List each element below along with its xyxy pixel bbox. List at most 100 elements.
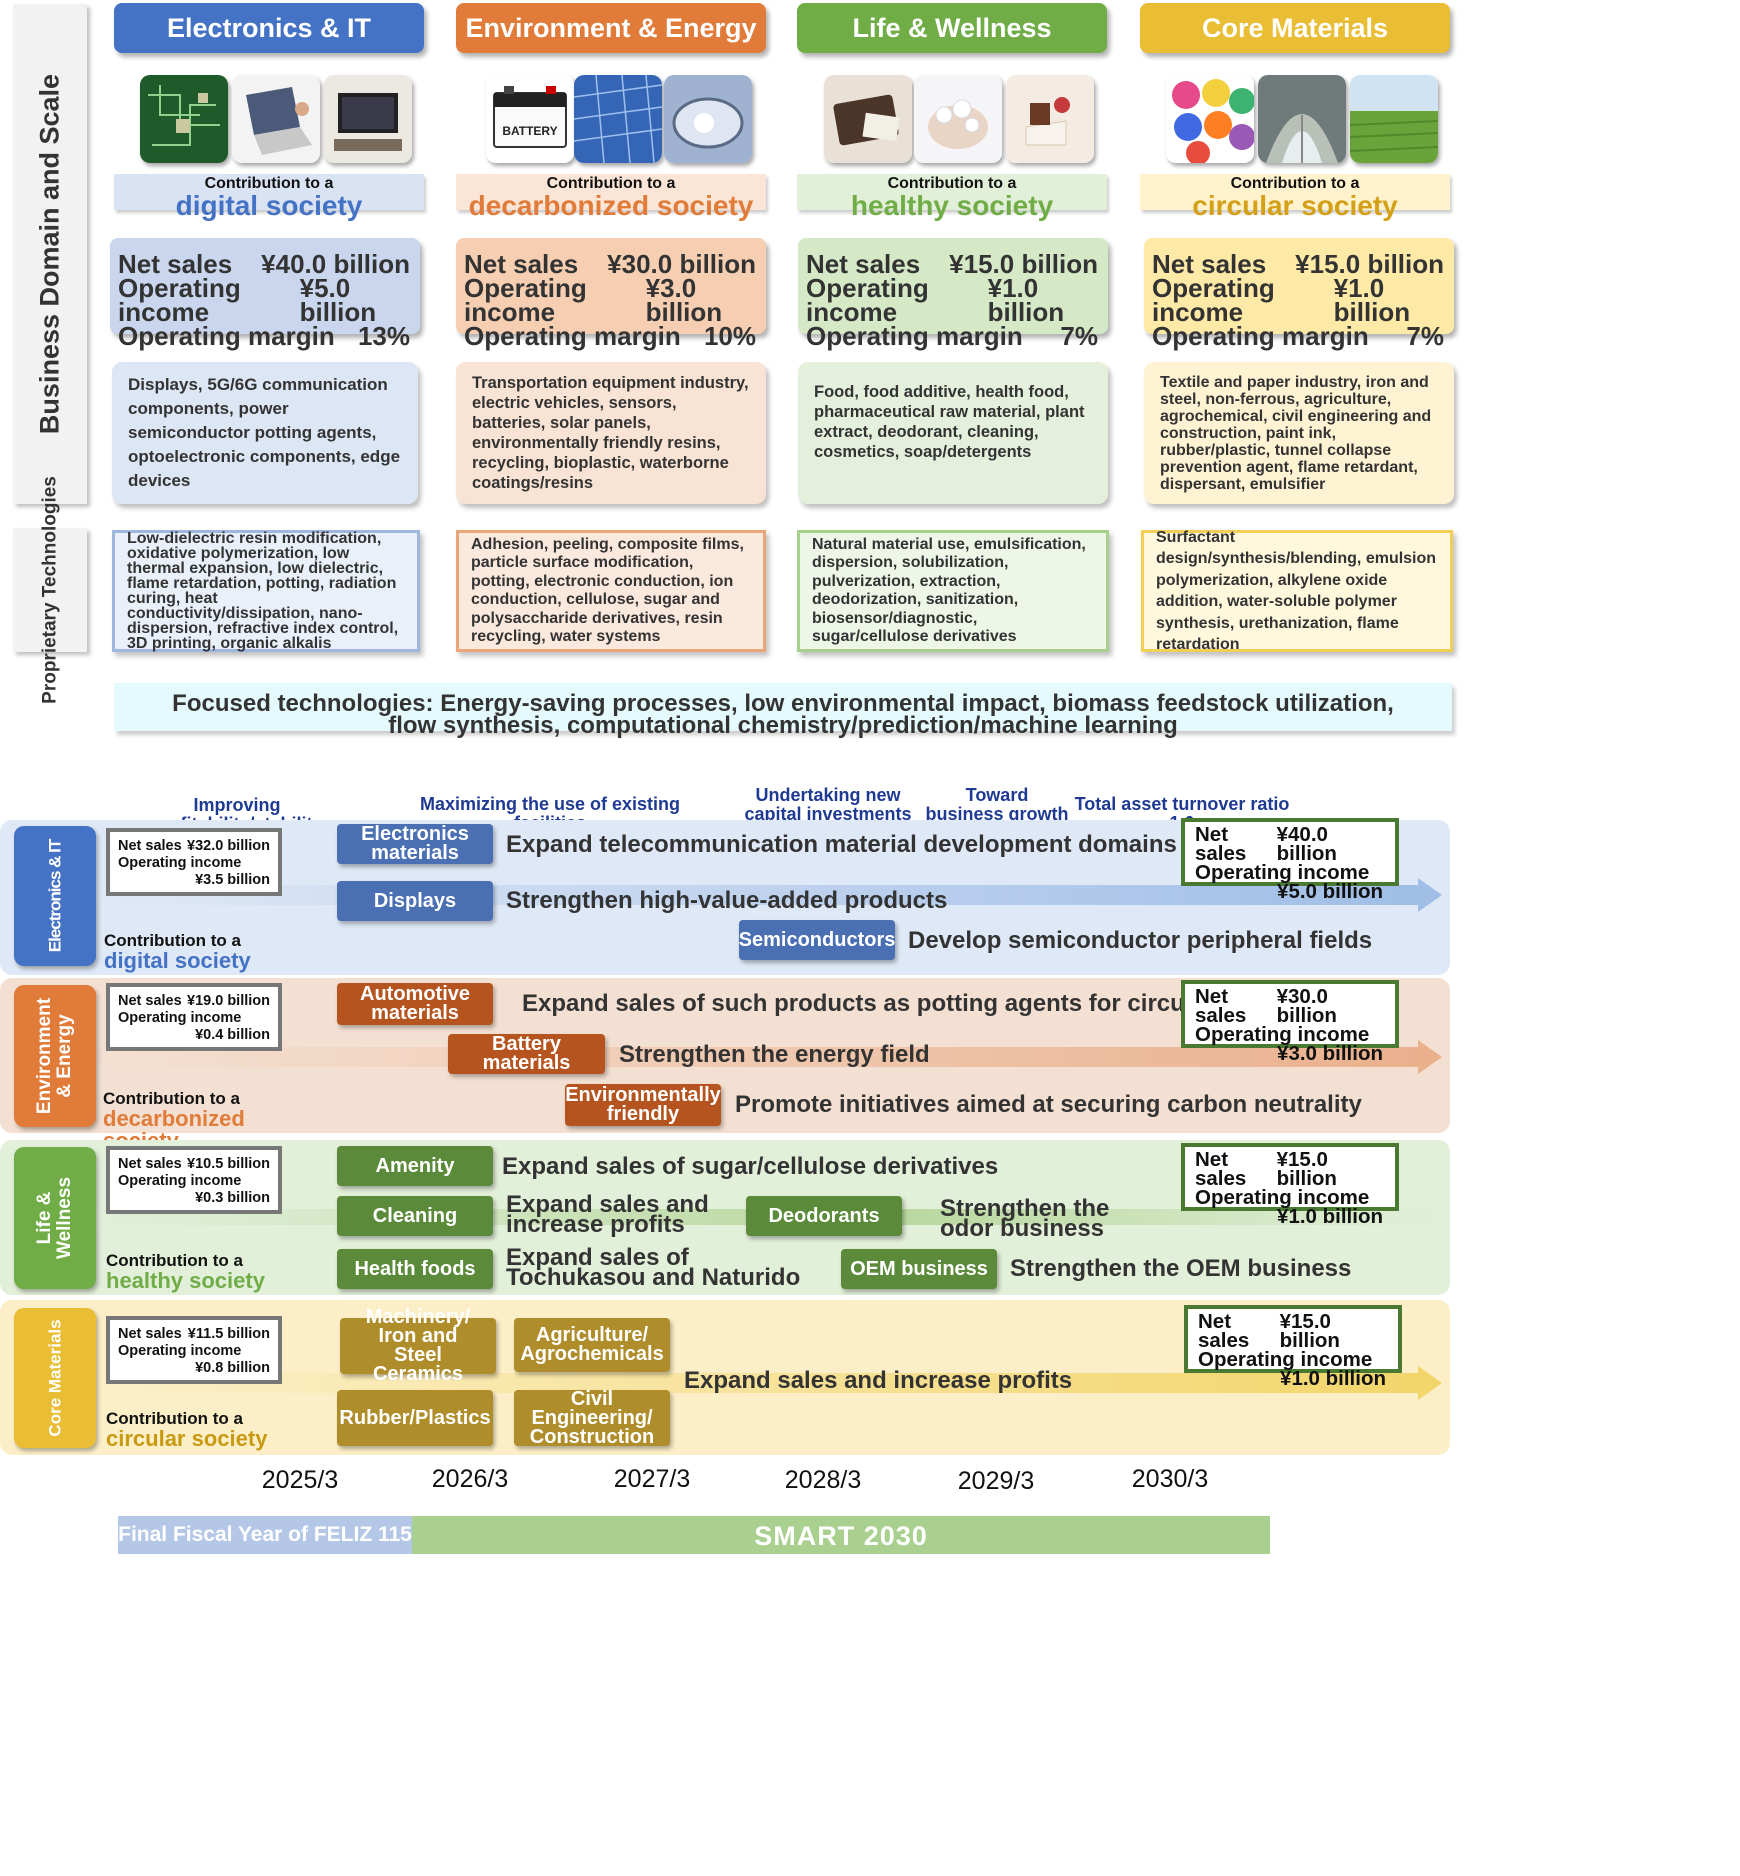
contribution-prefix: Contribution to a [1230, 175, 1360, 192]
target-core: Net sales¥15.0 billion Operating income … [1184, 1305, 1402, 1389]
baseline-ns-label: Net sales [118, 993, 182, 1009]
target-electronics: Net sales¥40.0 billion Operating income … [1181, 818, 1399, 902]
text-health-foods: Expand sales of Tochukasou and Naturido [506, 1244, 801, 1291]
lane-label-electronics: Electronics & IT [14, 826, 96, 966]
text-health-foods-line1: Expand sales of [506, 1244, 689, 1271]
applications-life: Food, food additive, health food, pharma… [798, 362, 1108, 504]
year-2025: 2025/3 [261, 1466, 339, 1494]
op-income-label: Operating income [464, 273, 587, 327]
baseline-ns-value: ¥11.5 billion [187, 1326, 270, 1342]
target-ns-label: Net sales [1195, 1148, 1247, 1190]
wallet-photo [824, 75, 912, 163]
lane-contribution-target: digital society [104, 948, 251, 973]
text-deodorants: Strengthen the odor business [940, 1195, 1110, 1242]
text-automotive-materials: Expand sales of such products as potting… [522, 990, 1287, 1017]
contribution-prefix: Contribution to a [204, 175, 334, 192]
lane-label-life: Life & Wellness [14, 1147, 96, 1289]
focused-line-1: Focused technologies: Energy-saving proc… [172, 690, 1394, 717]
op-income-value: ¥5.0 billion [299, 273, 377, 327]
contribution-target: decarbonized society [468, 190, 754, 221]
focused-technologies: Focused technologies: Energy-saving proc… [114, 683, 1452, 738]
target-ns-value: ¥15.0 billion [1279, 1310, 1340, 1352]
tag-deodorants: Deodorants [746, 1196, 902, 1236]
text-environmentally-friendly: Promote initiatives aimed at securing ca… [735, 1091, 1362, 1118]
header-growth: Toward business growth [922, 786, 1072, 824]
technologies-life: Natural material use, emulsification, di… [797, 530, 1109, 652]
text-displays: Strengthen high-value-added products [506, 887, 948, 914]
op-income-value: ¥1.0 billion [987, 273, 1065, 327]
op-margin-label: Operating margin [118, 321, 335, 351]
net-sales-label: Net sales [806, 249, 921, 279]
net-sales-label: Net sales [464, 249, 579, 279]
op-margin-value: 13% [357, 321, 410, 351]
tag-electronics-materials: Electronics materials [337, 824, 493, 864]
baseline-ns-value: ¥10.5 billion [187, 1156, 270, 1172]
tag-rubber-plastics: Rubber/Plastics [337, 1390, 493, 1446]
net-sales-value: ¥40.0 billion [261, 249, 410, 279]
baseline-life: Net sales¥10.5 billion Operating income … [106, 1146, 282, 1214]
baseline-oi-label: Operating income [118, 1010, 242, 1026]
text-deodorants-line1: Strengthen the [940, 1195, 1110, 1222]
op-margin-label: Operating margin [1152, 321, 1369, 351]
target-oi-value: ¥1.0 billion [1277, 1205, 1383, 1228]
headlight-photo [664, 75, 752, 163]
lane-label-environment-text: Environment & Energy [34, 997, 75, 1115]
op-margin-label: Operating margin [464, 321, 681, 351]
lane-contribution-prefix: Contribution to a [106, 1251, 243, 1270]
target-oi-label: Operating income [1195, 861, 1370, 884]
lane-contribution-prefix: Contribution to a [103, 1089, 240, 1108]
lane-label-core-text: Core Materials [45, 1319, 65, 1437]
target-oi-label: Operating income [1198, 1348, 1373, 1371]
text-battery-materials: Strengthen the energy field [619, 1041, 930, 1068]
op-income-label: Operating income [806, 273, 929, 327]
lane-label-life-text: Life & Wellness [34, 1176, 75, 1260]
contribution-life: Contribution to a healthy society [797, 174, 1107, 220]
baseline-oi-label: Operating income [118, 855, 242, 871]
tag-machinery: Machinery/ Iron and Steel Ceramics [340, 1307, 496, 1384]
applications-electronics: Displays, 5G/6G communication components… [112, 362, 418, 504]
header-growth-line1: Toward [965, 785, 1029, 805]
contribution-environment: Contribution to a decarbonized society [456, 174, 766, 220]
text-health-foods-line2: Tochukasou and Naturido [506, 1264, 801, 1291]
lane-environment-arrow [96, 1040, 1442, 1074]
text-amenity: Expand sales of sugar/cellulose derivati… [502, 1153, 999, 1180]
text-semiconductors: Develop semiconductor peripheral fields [908, 927, 1373, 954]
text-core-expand: Expand sales and increase profits [684, 1367, 1073, 1394]
baseline-oi-value: ¥0.4 billion [195, 1027, 270, 1043]
net-sales-value: ¥15.0 billion [1295, 249, 1444, 279]
baseline-core: Net sales¥11.5 billion Operating income … [106, 1316, 282, 1384]
tag-environmentally-friendly: Environmentally friendly [565, 1084, 721, 1126]
farm-field-photo [1350, 75, 1438, 163]
target-oi-label: Operating income [1195, 1186, 1370, 1209]
circuit-board-photo [140, 75, 228, 163]
battery-photo: BATTERY [486, 75, 574, 163]
contribution-target: circular society [1192, 190, 1398, 221]
text-deodorants-line2: odor business [940, 1215, 1105, 1242]
op-income-value: ¥1.0 billion [1333, 273, 1411, 327]
tag-agriculture: Agriculture/ Agrochemicals [514, 1318, 670, 1372]
tunnel-photo [1258, 75, 1346, 163]
target-oi-value: ¥1.0 billion [1280, 1367, 1386, 1390]
text-electronics-materials: Expand telecommunication material develo… [506, 831, 1177, 858]
applications-core: Textile and paper industry, iron and ste… [1144, 362, 1454, 504]
baseline-ns-label: Net sales [118, 1326, 182, 1342]
lane-contribution-core: Contribution to a circular society [106, 1410, 306, 1450]
baseline-oi-value: ¥0.8 billion [195, 1360, 270, 1376]
cake-photo [1006, 75, 1094, 163]
baseline-oi-label: Operating income [118, 1173, 242, 1189]
baseline-oi-value: ¥3.5 billion [195, 872, 270, 888]
proprietary-tech-label-text: Proprietary Technologies [39, 476, 61, 704]
laptop-photo [232, 75, 320, 163]
year-2027: 2027/3 [613, 1465, 691, 1493]
header-investments-line1: Undertaking new [755, 785, 901, 805]
baseline-oi-label: Operating income [118, 1343, 242, 1359]
lane-contribution-electronics: Contribution to a digital society [104, 932, 304, 972]
tag-displays: Displays [337, 881, 493, 921]
tag-battery-materials: Battery materials [448, 1034, 605, 1074]
baseline-ns-label: Net sales [118, 1156, 182, 1172]
tag-health-foods: Health foods [337, 1249, 493, 1289]
target-ns-label: Net sales [1195, 823, 1247, 865]
target-ns-value: ¥15.0 billion [1276, 1148, 1337, 1190]
text-cleaning-line2: increase profits [506, 1211, 685, 1238]
solar-panel-photo [574, 75, 662, 163]
